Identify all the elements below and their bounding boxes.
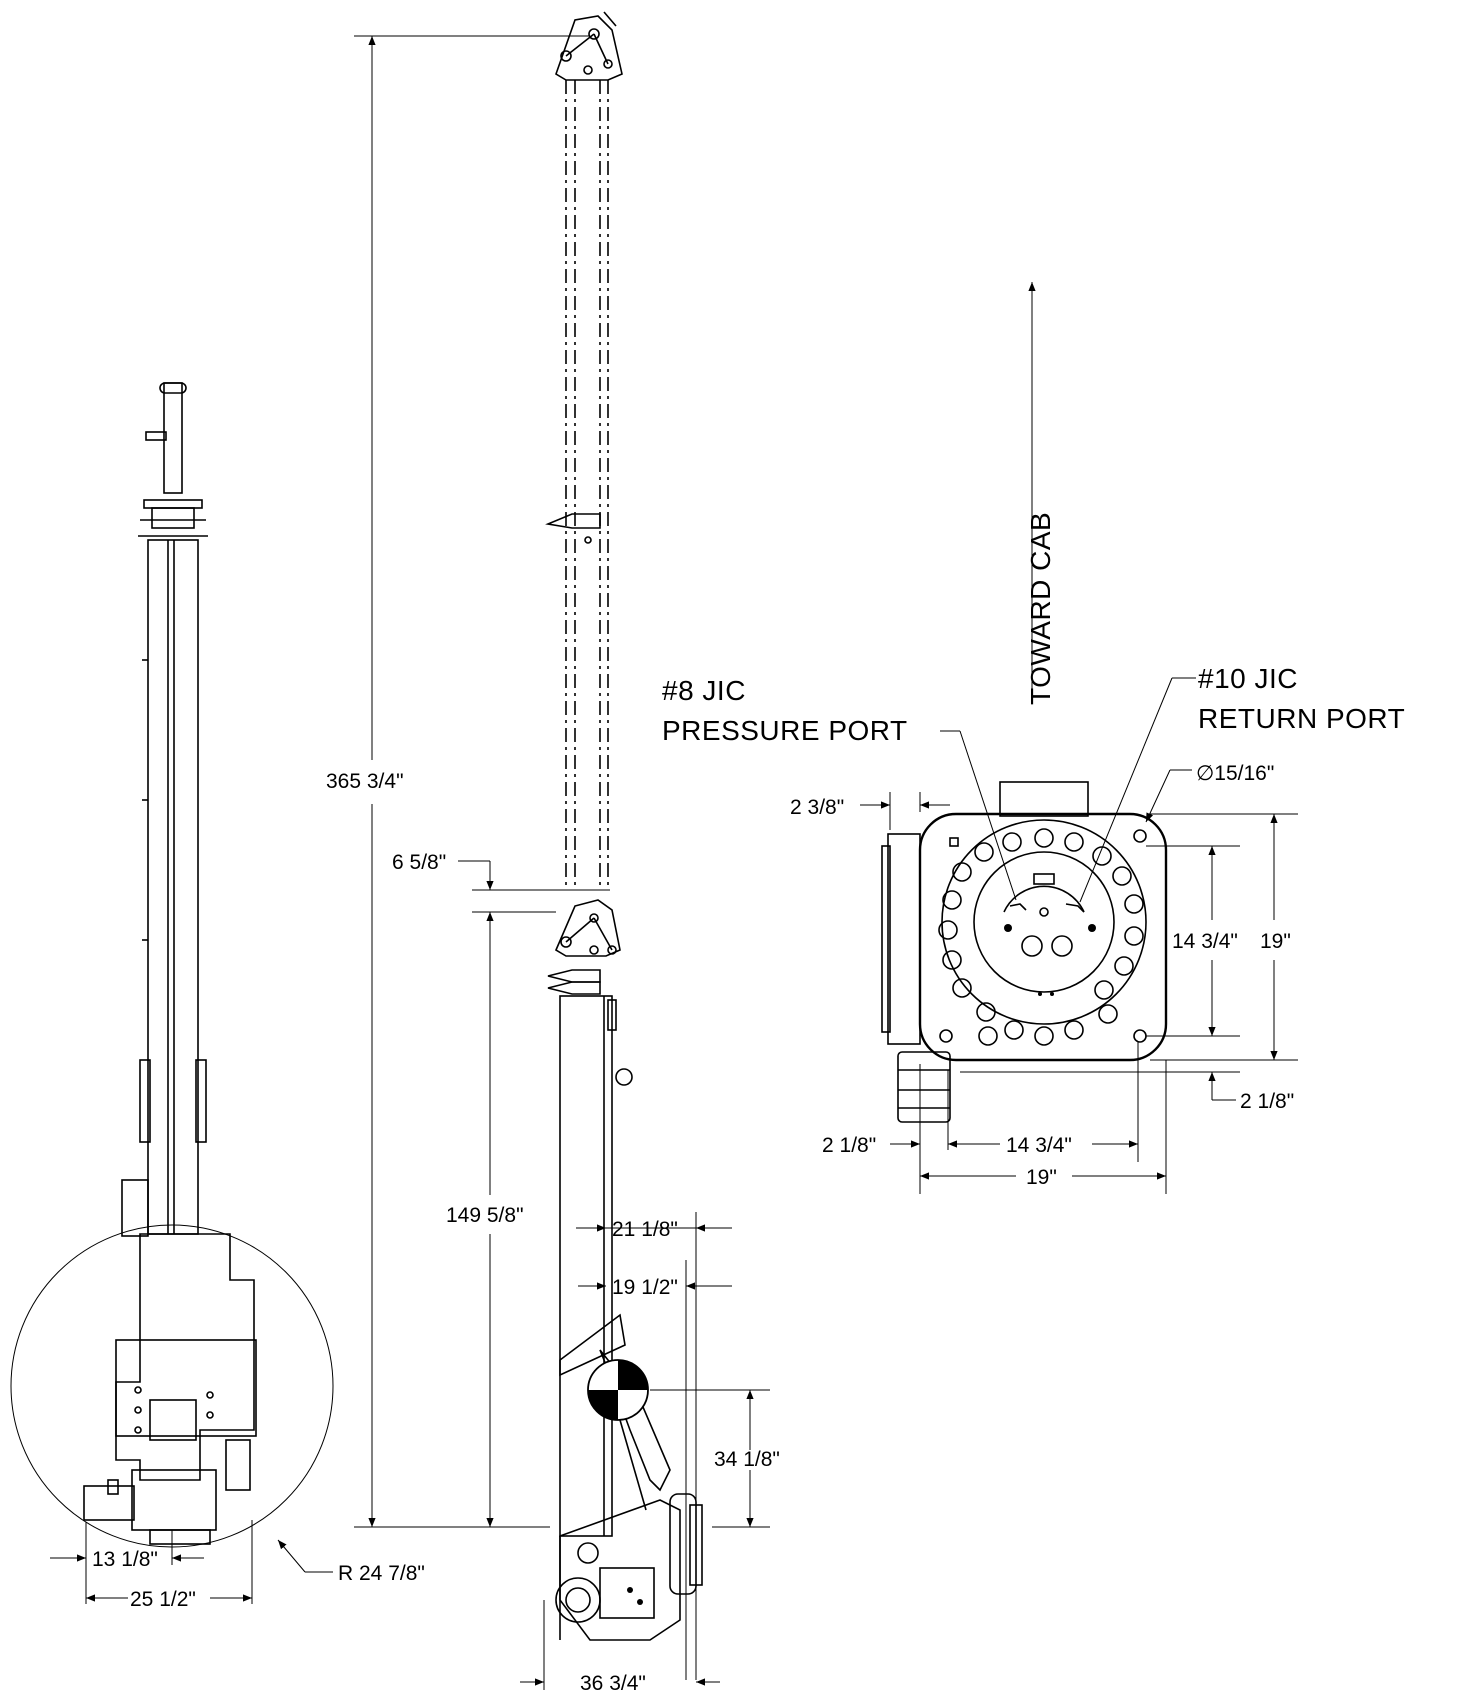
tip-offset-label: 6 5/8" [392, 851, 446, 874]
base-36-label: 36 3/4" [580, 1672, 646, 1695]
swing-radius-circle [10, 1224, 334, 1548]
swing-radius-dim: R 24 7/8" [277, 1539, 425, 1585]
front-dim-25: 25 1/2" [86, 1520, 253, 1611]
front-boom-shaft [147, 539, 199, 1235]
boom-lower-body [559, 995, 613, 1537]
dim-tip-offset: 6 5/8" [392, 851, 610, 913]
edge-offset-v-label: 2 1/8" [1240, 1090, 1294, 1113]
dim-plate-vertical: 19" [1150, 813, 1298, 1061]
front-view [10, 382, 334, 1548]
dim-edge-offset-horizontal: 2 1/8" [822, 1064, 976, 1194]
bolt-circle [938, 828, 1144, 1046]
edge-offset-h-label: 2 1/8" [822, 1134, 876, 1157]
pressure-port-line1: #8 JIC [662, 675, 746, 706]
mounting-plate-view [881, 781, 1168, 1123]
toward-cab-label: TOWARD CAB [1025, 512, 1056, 705]
side-view [545, 11, 703, 1641]
dim-25-label: 25 1/2" [130, 1588, 196, 1611]
pressure-port-line2: PRESSURE PORT [662, 715, 908, 746]
boom-head-retracted [554, 899, 621, 957]
overall-height-label: 365 3/4" [326, 770, 404, 793]
dim-lower-height: 149 5/8" [446, 912, 524, 1527]
dim-mount-offset: 2 3/8" [790, 792, 950, 830]
dim-13-label: 13 1/8" [92, 1548, 158, 1571]
pressure-port-callout: #8 JIC PRESSURE PORT [662, 675, 1017, 901]
boom-head-top [555, 15, 623, 81]
dim-reach-19: 19 1/2" [578, 1260, 732, 1680]
return-port-line2: RETURN PORT [1198, 703, 1405, 734]
dim-overall-height: 365 3/4" [326, 35, 590, 1528]
cg-height-label: 34 1/8" [714, 1448, 780, 1471]
reach-21-label: 21 1/8" [612, 1218, 678, 1241]
dim-base-36: 36 3/4" [520, 1600, 720, 1695]
plate-v-label: 19" [1260, 930, 1291, 953]
side-base [559, 1499, 681, 1641]
dim-edge-offset-vertical: 2 1/8" [960, 1071, 1294, 1113]
lower-height-label: 149 5/8" [446, 1204, 524, 1227]
return-port-line1: #10 JIC [1198, 663, 1298, 694]
toward-cab-indicator: TOWARD CAB [1025, 282, 1056, 705]
corner-hole-tr [1133, 829, 1147, 843]
return-port-callout: #10 JIC RETURN PORT [1079, 663, 1405, 903]
plate-h-label: 19" [1026, 1166, 1057, 1189]
dim-plate-horizontal: 19" [920, 1060, 1167, 1194]
front-dim-13: 13 1/8" [50, 1522, 204, 1604]
dim-cg-height: 34 1/8" [650, 1389, 780, 1528]
return-port [1051, 935, 1073, 957]
corner-hole-br [1133, 1029, 1147, 1043]
dim-bolt-pattern-horizontal: 14 3/4" [948, 1042, 1139, 1162]
dim-bolt-pattern-vertical: 14 3/4" [1146, 845, 1240, 1037]
swing-radius-label: R 24 7/8" [338, 1562, 425, 1585]
hole-diameter-label: ∅15/16" [1196, 762, 1274, 785]
bolt-pattern-v-label: 14 3/4" [1172, 930, 1238, 953]
mount-offset-label: 2 3/8" [790, 796, 844, 819]
mounting-plate [918, 812, 1168, 1062]
corner-hole-bl [939, 1029, 953, 1043]
bolt-pattern-h-label: 14 3/4" [1006, 1134, 1072, 1157]
center-of-gravity-symbol [587, 1359, 649, 1421]
dim-reach-21: 21 1/8" [576, 1212, 732, 1680]
hole-diameter-callout: ∅15/16" [1145, 762, 1274, 823]
pressure-port [1021, 935, 1043, 957]
reach-19-label: 19 1/2" [612, 1276, 678, 1299]
